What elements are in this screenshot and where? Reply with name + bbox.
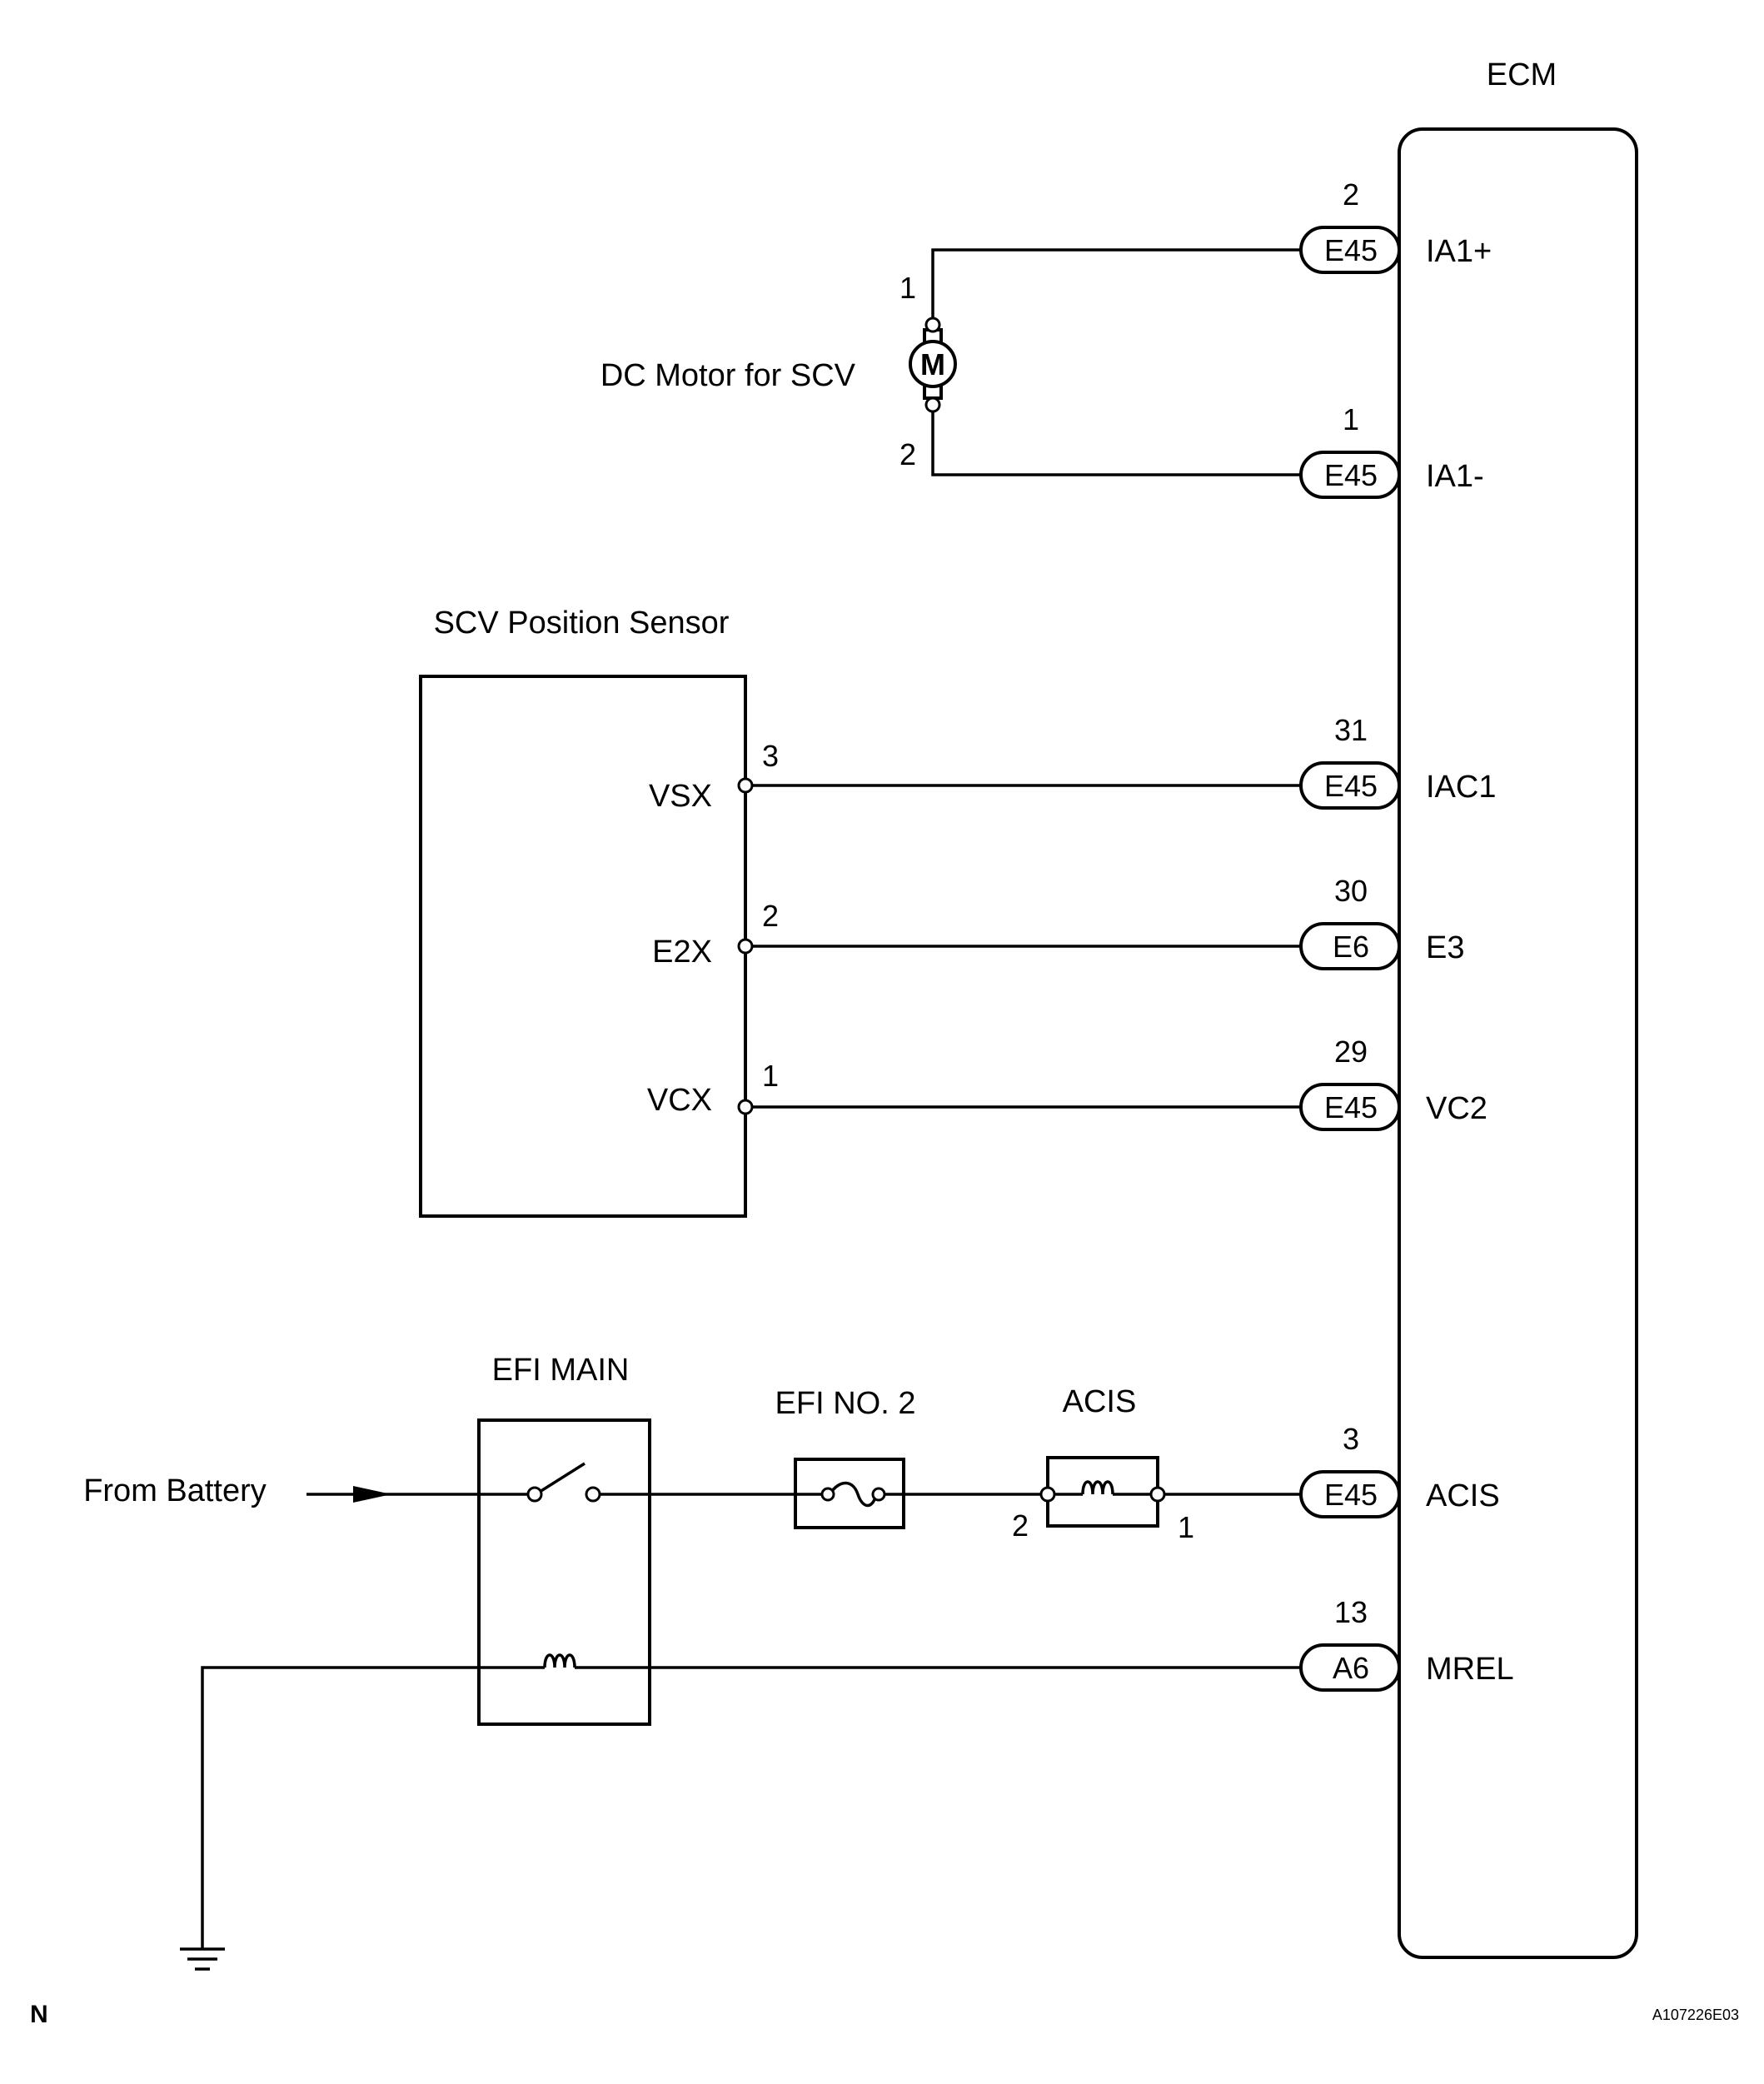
motor-pin-top: 1 — [899, 271, 916, 305]
ecm-signal-label: ACIS — [1426, 1478, 1500, 1513]
connector-code: E45 — [1324, 1090, 1378, 1124]
acis-pin-right: 1 — [1178, 1510, 1194, 1544]
ecm-signal-label: IA1- — [1426, 459, 1484, 494]
relay-switch-contact — [539, 1462, 586, 1493]
connector-pin-number: 30 — [1334, 874, 1368, 908]
terminal-e2x-pin: 2 — [762, 899, 779, 933]
terminal-vcx-pin: 1 — [762, 1059, 779, 1093]
ecm-connector-pins: E452IA1+E451IA1-E4531IAC1E630E3E4529VC2E… — [1299, 177, 1514, 1692]
terminal-vsx-label: VSX — [649, 779, 712, 814]
ecm-signal-label: E3 — [1426, 930, 1464, 965]
ecm-unit: ECM — [1398, 57, 1638, 1959]
terminal-vcx-label: VCX — [647, 1083, 712, 1118]
connector-pin-number: 2 — [1343, 177, 1359, 212]
relay-switch-terminal-b — [585, 1486, 601, 1503]
scv-sensor-box — [419, 675, 747, 1218]
connector-code: E45 — [1324, 233, 1378, 267]
motor-symbol: M — [920, 347, 945, 381]
ecm-signal-label: IAC1 — [1426, 770, 1496, 805]
acis-terminal-2 — [1039, 1486, 1056, 1503]
relay-coil-icon — [543, 1653, 576, 1668]
acis-label: ACIS — [1063, 1384, 1137, 1419]
motor-icon — [909, 340, 957, 388]
coil-icon — [1081, 1480, 1114, 1495]
fuse-icon — [828, 1481, 878, 1508]
acis-pin-left: 2 — [1012, 1508, 1029, 1543]
connector-code: E45 — [1324, 769, 1378, 803]
ecm-title: ECM — [1487, 57, 1557, 92]
efi-main-relay-box — [477, 1418, 651, 1726]
connector-pin-number: 29 — [1334, 1035, 1368, 1069]
connector-code: E45 — [1324, 1478, 1378, 1512]
reference-code: A107226E03 — [1652, 2007, 1739, 2023]
wire-ground-to-coil — [201, 1666, 545, 1949]
terminal-e2x-dot — [737, 938, 754, 955]
relay-switch-terminal-a — [526, 1486, 543, 1503]
power-circuit: From Battery EFI MAIN EFI NO. 2 ACIS 2 1 — [83, 1353, 1301, 1971]
connector-code: A6 — [1333, 1651, 1369, 1685]
connector-pin-number: 31 — [1334, 713, 1368, 747]
scv-position-sensor: SCV Position Sensor VSX 3 E2X 2 VCX 1 — [419, 606, 1301, 1218]
connector-pin-number: 3 — [1343, 1422, 1359, 1456]
ecm-signal-label: VC2 — [1426, 1091, 1487, 1126]
dc-motor: DC Motor for SCV M 1 2 — [600, 248, 1301, 476]
motor-terminal-1 — [924, 317, 941, 333]
acis-terminal-1 — [1149, 1486, 1166, 1503]
wire-ia1-minus — [931, 403, 1301, 476]
connector-pin-number: 13 — [1334, 1595, 1368, 1629]
fuse-terminal-b — [871, 1487, 886, 1502]
terminal-vcx-dot — [737, 1099, 754, 1115]
terminal-vsx-dot — [737, 777, 754, 794]
ecm-signal-label: IA1+ — [1426, 234, 1492, 269]
dc-motor-label: DC Motor for SCV — [600, 358, 856, 393]
scv-sensor-title: SCV Position Sensor — [434, 606, 730, 641]
motor-pin-bottom: 2 — [899, 437, 916, 471]
efi-no2-label: EFI NO. 2 — [775, 1386, 916, 1421]
ecm-signal-label: MREL — [1426, 1652, 1514, 1687]
terminal-e2x-label: E2X — [652, 935, 712, 970]
terminal-vsx-pin: 3 — [762, 739, 779, 773]
corner-mark: N — [30, 2001, 48, 2028]
fuse-terminal-a — [820, 1487, 835, 1502]
connector-code: E6 — [1333, 930, 1369, 964]
arrow-right-icon — [353, 1486, 391, 1503]
ecm-box — [1398, 127, 1638, 1959]
from-battery-label: From Battery — [83, 1473, 267, 1508]
connector-code: E45 — [1324, 458, 1378, 492]
wire-ia1-plus — [931, 248, 1301, 325]
connector-pin-number: 1 — [1343, 402, 1359, 436]
motor-terminal-2 — [924, 396, 941, 413]
efi-main-label: EFI MAIN — [492, 1353, 630, 1388]
